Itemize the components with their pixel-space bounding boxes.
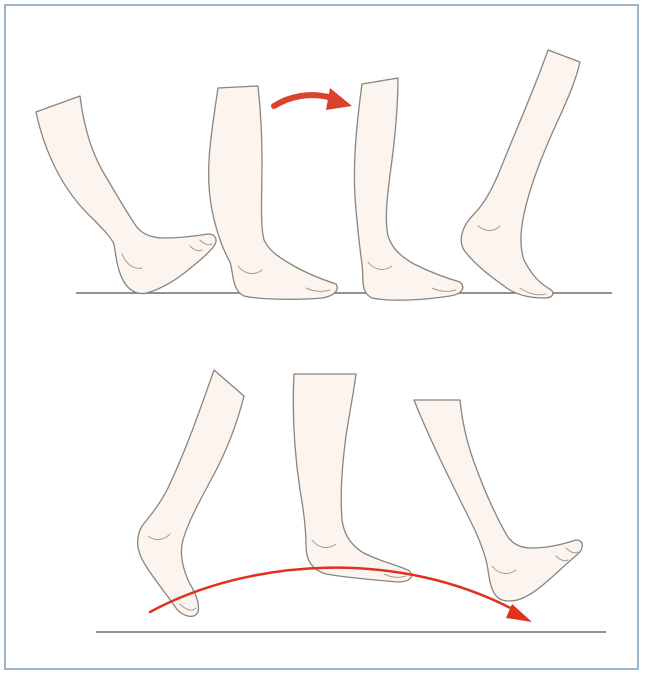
leg-toe-off bbox=[138, 370, 244, 616]
leg-foot-flat bbox=[209, 86, 338, 299]
leg-heel-strike bbox=[36, 96, 216, 294]
leg-terminal-swing bbox=[414, 400, 582, 601]
leg-heel-off bbox=[461, 50, 580, 298]
curved-arrow-icon bbox=[274, 88, 352, 110]
leg-mid-swing bbox=[293, 374, 411, 582]
leg-mid-stance bbox=[354, 78, 462, 300]
